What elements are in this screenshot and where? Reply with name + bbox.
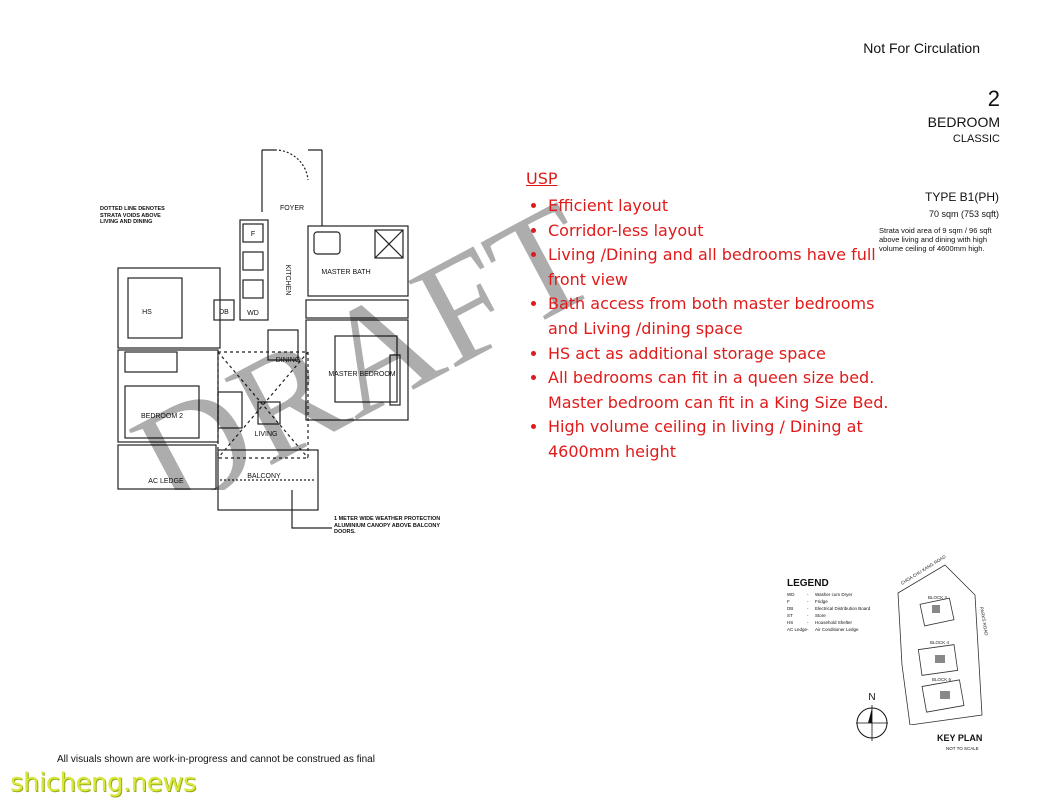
key-plan-label: KEY PLAN <box>937 733 983 743</box>
bedroom-count: 2 <box>987 86 1000 111</box>
unit-area: 70 sqm (753 sqft) <box>928 209 999 219</box>
legend-row: ST-Store <box>787 613 826 618</box>
room-living: LIVING <box>255 431 278 438</box>
usp-list: Efficient layout Corridor-less layout Li… <box>526 194 896 465</box>
usp-item: Bath access from both master bedrooms an… <box>548 292 896 341</box>
legend-row: AC Ledge-Air Conditioner Ledge <box>787 627 859 632</box>
usp-item: Corridor-less layout <box>548 219 896 244</box>
unit-type: TYPE B1(PH) <box>924 190 999 204</box>
usp-item: Efficient layout <box>548 194 896 219</box>
legend-row: F-Fridge <box>787 599 828 604</box>
circulation-notice: Not For Circulation <box>863 40 980 56</box>
usp-title: USP <box>526 169 558 188</box>
legend-row: WD-Washer cum Dryer <box>787 592 853 597</box>
key-plan-map: CHOA CHU KANG ROAD PARKS ROAD BLOCK 2 BL… <box>897 555 989 725</box>
disclaimer: All visuals shown are work-in-progress a… <box>57 754 375 765</box>
unit-variant: CLASSIC <box>952 133 1000 145</box>
legend-row: HS-Household Shelter <box>787 620 853 625</box>
canopy-note: 1 METER WIDE WEATHER PROTECTION ALUMINIU… <box>334 516 441 535</box>
usp-item: High volume ceiling in living / Dining a… <box>548 415 896 464</box>
usp-item: All bedrooms can fit in a queen size bed… <box>548 366 896 415</box>
block-label: BLOCK 2 <box>928 595 948 600</box>
site-watermark: shicheng.news <box>10 768 197 798</box>
room-ac-ledge: AC LEDGE <box>148 478 184 485</box>
road-label-top: CHOA CHU KANG ROAD <box>900 555 947 586</box>
usp-section: USP Efficient layout Corridor-less layou… <box>526 169 896 465</box>
usp-item: Living /Dining and all bedrooms have ful… <box>548 243 896 292</box>
bedroom-label: BEDROOM <box>927 114 1000 130</box>
room-dining: DINING <box>276 357 301 364</box>
legend-row: DB-Electrical Distribution Board <box>787 606 871 611</box>
strata-void-note: DOTTED LINE DENOTES STRATA VOIDS ABOVE L… <box>100 206 165 225</box>
room-db: DB <box>219 309 229 316</box>
room-kitchen: KITCHEN <box>284 265 291 296</box>
room-hs: HS <box>142 309 152 316</box>
room-foyer: FOYER <box>280 205 304 212</box>
room-wd: WD <box>247 310 259 317</box>
room-master-bedroom: MASTER BEDROOM <box>328 371 395 378</box>
strata-note: Strata void area of 9 sqm / 96 sqft abov… <box>879 226 992 253</box>
room-master-bath: MASTER BATH <box>321 269 370 276</box>
usp-item: HS act as additional storage space <box>548 342 896 367</box>
floor-plan: FOYER KITCHEN MASTER BATH HS DB WD F DIN… <box>100 149 441 535</box>
block-label: BLOCK 4 <box>930 640 950 645</box>
legend: LEGEND WD-Washer cum Dryer F-Fridge DB-E… <box>787 578 887 633</box>
north-arrow-icon: N <box>856 692 888 741</box>
key-plan-scale-note: NOT TO SCALE <box>946 746 979 751</box>
road-label-right: PARKS ROAD <box>979 606 989 636</box>
room-balcony: BALCONY <box>247 473 281 480</box>
legend-title: LEGEND <box>787 578 829 589</box>
room-f: F <box>251 231 255 238</box>
block-label: BLOCK 6 <box>932 677 952 682</box>
svg-text:N: N <box>868 692 875 703</box>
room-bedroom-2: BEDROOM 2 <box>141 413 183 420</box>
